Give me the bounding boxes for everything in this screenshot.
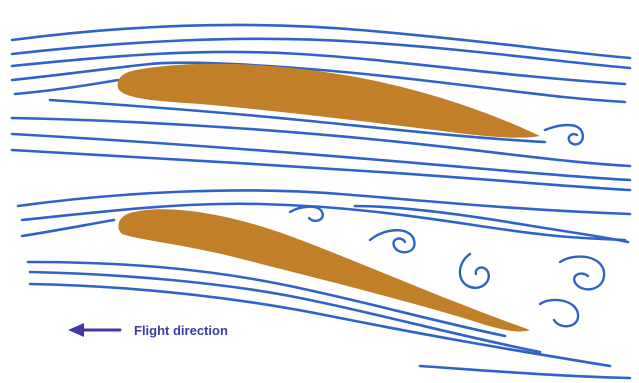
bottom-panel	[18, 190, 630, 378]
top-panel	[12, 25, 630, 190]
bottom-streamlines-above	[18, 190, 630, 242]
top-vortex	[545, 125, 583, 144]
streamline	[12, 39, 630, 68]
left-arrow-icon	[68, 323, 120, 337]
vortex	[545, 125, 583, 144]
vortex	[290, 207, 323, 221]
vortex	[460, 254, 489, 288]
streamline	[12, 25, 630, 58]
streamline	[22, 220, 114, 236]
flight-direction-legend: Flight direction	[68, 323, 228, 338]
streamline	[420, 366, 630, 378]
vortex	[560, 257, 604, 290]
vortex	[540, 300, 578, 326]
flight-direction-label: Flight direction	[134, 323, 228, 338]
vortex	[370, 230, 415, 252]
streamline	[30, 284, 610, 366]
airfoil-top	[118, 64, 540, 138]
streamline	[15, 80, 118, 94]
